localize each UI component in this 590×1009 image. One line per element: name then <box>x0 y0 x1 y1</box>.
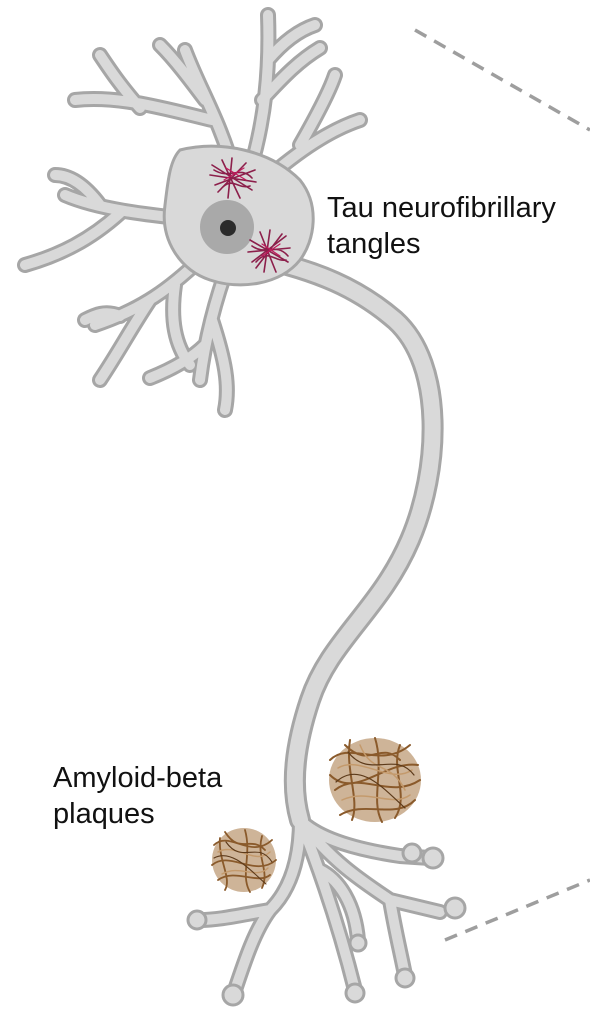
amyloid-plaque-large <box>329 738 421 822</box>
nucleolus <box>220 220 236 236</box>
amyloid-plaques-label: Amyloid-beta plaques <box>53 760 222 832</box>
dashed-zoom-line-bottom <box>445 880 590 940</box>
tau-label-line2: tangles <box>327 226 556 262</box>
amyloid-plaque-small <box>212 828 276 892</box>
dashed-zoom-line-top <box>415 30 590 130</box>
amyloid-label-line1: Amyloid-beta <box>53 760 222 796</box>
amyloid-label-line2: plaques <box>53 796 222 832</box>
tau-tangles-label: Tau neurofibrillary tangles <box>327 190 556 262</box>
tau-label-line1: Tau neurofibrillary <box>327 190 556 226</box>
